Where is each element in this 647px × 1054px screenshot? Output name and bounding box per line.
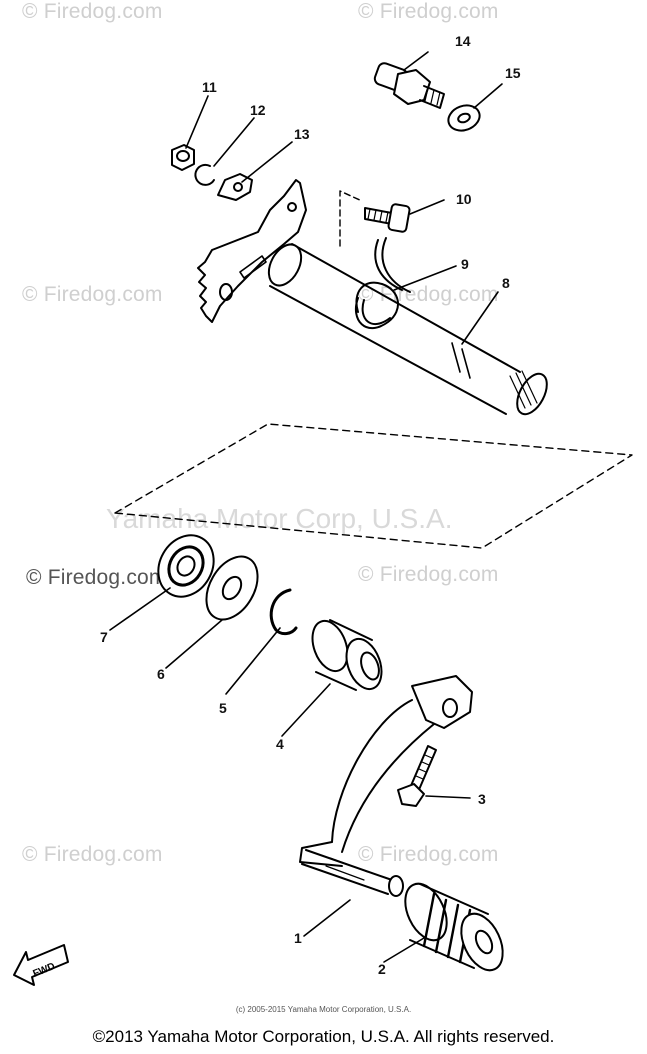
circlip-part-5 (269, 588, 298, 636)
rubber-footrest-part-2 (404, 882, 504, 972)
footer-copyright: ©2013 Yamaha Motor Corporation, U.S.A. A… (92, 1027, 555, 1046)
callout-number: 9 (461, 256, 469, 272)
diagram-copyright: (c) 2005-2015 Yamaha Motor Corporation, … (235, 1005, 412, 1014)
watermark-firedog: © Firedog.com (358, 0, 499, 23)
watermark-firedog: © Firedog.com (22, 283, 163, 306)
callout-number: 15 (505, 65, 521, 81)
fwd-arrow-icon (13, 944, 69, 986)
circlip-part-12 (194, 163, 215, 186)
watermark-yamaha: Yamaha Motor Corp, U.S.A. (106, 503, 453, 534)
watermark-firedog: © Firedog.com (358, 843, 499, 866)
shift-shaft-part-8 (267, 243, 548, 416)
callout-number: 5 (219, 700, 227, 716)
callout-number: 12 (250, 102, 266, 118)
watermark-firedog: © Firedog.com (22, 0, 163, 23)
return-spring-part-9 (355, 237, 411, 329)
watermark-firedog: © Firedog.com (26, 566, 167, 589)
callout-number: 8 (502, 275, 510, 291)
oil-seal-part-7 (157, 534, 215, 598)
washer-part-6 (205, 555, 259, 621)
washer-part-15 (447, 104, 481, 132)
pivot-bolt-part-14 (373, 62, 445, 109)
watermark-firedog: © Firedog.com (358, 563, 499, 586)
callout-number: 14 (455, 33, 471, 49)
callout-number: 3 (478, 791, 486, 807)
callout-number: 11 (202, 79, 217, 95)
callout-number: 2 (378, 961, 386, 977)
watermark-firedog: © Firedog.com (22, 843, 163, 866)
collar-part-4 (311, 619, 383, 691)
assembly-guide-line (114, 423, 633, 549)
shift-pedal-part-1 (299, 675, 473, 897)
leader-lines (109, 51, 503, 963)
bolt-part-3 (397, 745, 437, 807)
callout-number: 10 (456, 191, 472, 207)
shift-arm-plate (197, 179, 307, 323)
callout-number: 4 (276, 736, 284, 752)
nut-part-11 (171, 144, 195, 171)
assembly-guide-line (339, 190, 363, 247)
callout-number: 13 (294, 126, 310, 142)
callout-number: 7 (100, 629, 108, 645)
callout-number: 6 (157, 666, 165, 682)
callout-number: 1 (294, 930, 302, 946)
bolt-part-10 (364, 203, 411, 233)
